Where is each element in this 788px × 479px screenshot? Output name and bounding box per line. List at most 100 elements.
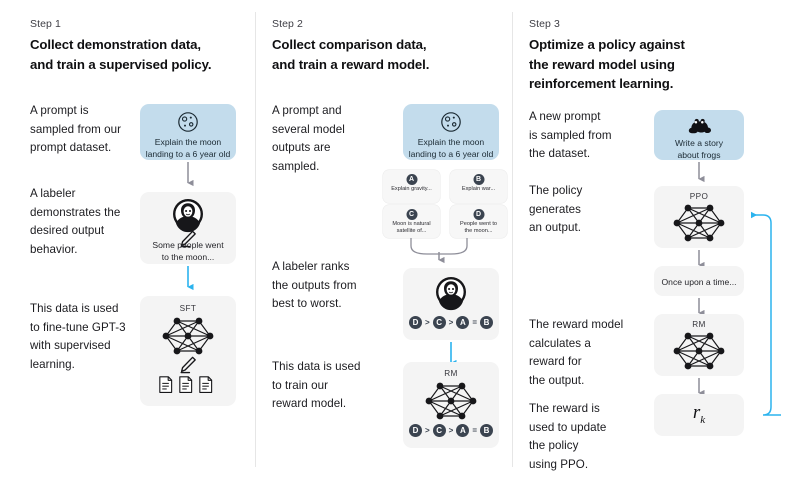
output-option-d[interactable]: D People went to the moon... bbox=[450, 205, 507, 238]
step-3-ppo-card[interactable]: PPO bbox=[654, 186, 744, 248]
option-badge: A bbox=[406, 173, 417, 185]
step-2-paragraph-2: A labeler ranks the outputs from best to… bbox=[272, 258, 392, 314]
labeler-text-line: Some people went bbox=[152, 240, 224, 250]
rank-badge: B bbox=[480, 424, 493, 437]
option-badge: D bbox=[473, 208, 484, 220]
arrow-outputs-to-labeler bbox=[410, 238, 468, 264]
arrow-rm-to-reward bbox=[698, 378, 705, 397]
step-3-title-line-1: Optimize a policy against bbox=[529, 37, 685, 52]
step-3-paragraph-1: A new prompt is sampled from the dataset… bbox=[529, 108, 649, 164]
option-text: Moon is natural satellite of... bbox=[385, 221, 438, 235]
option-text-line: satellite of... bbox=[396, 228, 427, 234]
output-option-c[interactable]: C Moon is natural satellite of... bbox=[383, 205, 440, 238]
arrow-prompt-to-ppo bbox=[698, 162, 705, 183]
step-2-rm-card[interactable]: RM D > C > A = B bbox=[403, 362, 499, 448]
text-line: outputs are bbox=[272, 141, 331, 155]
labeler-person-icon bbox=[172, 198, 204, 233]
text-line: sampled. bbox=[272, 159, 320, 173]
output-option-b[interactable]: B Explain war... bbox=[450, 170, 507, 203]
option-text: People went to the moon... bbox=[452, 221, 505, 235]
prompt-text-line: Explain the moon bbox=[154, 137, 222, 147]
column-divider-1 bbox=[255, 12, 256, 467]
option-text: Explain gravity... bbox=[391, 186, 432, 192]
text-line: reward model. bbox=[272, 397, 347, 411]
rank-operator: = bbox=[472, 426, 477, 435]
moon-icon bbox=[441, 112, 461, 132]
text-line: A labeler bbox=[30, 187, 76, 200]
step-1-sft-card[interactable]: SFT bbox=[140, 296, 236, 406]
text-line: This data is used bbox=[272, 360, 361, 373]
rank-operator: = bbox=[472, 318, 477, 327]
step-3-title-line-3: reinforcement learning. bbox=[529, 76, 674, 91]
prompt-text-line: Write a story bbox=[674, 138, 724, 148]
feedback-loop-arrow bbox=[751, 211, 781, 416]
step-2-paragraph-3: This data is used to train our reward mo… bbox=[272, 358, 392, 414]
arrow-prompt-to-labeler bbox=[187, 162, 194, 187]
step-3-paragraph-3: The reward model calculates a reward for… bbox=[529, 316, 659, 390]
text-line: best to worst. bbox=[272, 297, 342, 311]
text-line: the dataset. bbox=[529, 147, 591, 161]
step-2-labeler-card[interactable]: D > C > A = B bbox=[403, 268, 499, 340]
text-line: the outputs from bbox=[272, 278, 357, 292]
rank-badge: C bbox=[432, 424, 446, 437]
step-3-title: Optimize a policy against the reward mod… bbox=[529, 35, 729, 94]
option-text: Explain war... bbox=[461, 186, 496, 192]
rank-operator: > bbox=[448, 318, 454, 327]
step-1-labeler-card[interactable]: Some people went to the moon... bbox=[140, 192, 236, 264]
option-badge: C bbox=[406, 208, 417, 220]
step-2-prompt-card[interactable]: Explain the moon landing to a 6 year old bbox=[403, 104, 499, 160]
text-line: to train our bbox=[272, 378, 329, 392]
step-3-reward-card[interactable]: rk bbox=[654, 394, 744, 436]
text-line: desired output bbox=[30, 224, 105, 238]
option-text-line: the moon... bbox=[464, 228, 493, 234]
ranking-row-labeler: D > C > A = B bbox=[403, 316, 499, 329]
arrow-ppo-to-output bbox=[698, 250, 705, 269]
step-3-rm-card[interactable]: RM bbox=[654, 314, 744, 376]
rm-label: RM bbox=[692, 320, 706, 329]
text-line: reward for bbox=[529, 355, 582, 369]
rank-badge: C bbox=[432, 316, 446, 329]
column-divider-2 bbox=[512, 12, 513, 467]
text-line: the output. bbox=[529, 373, 585, 387]
arrow-output-to-rm bbox=[698, 298, 705, 317]
step-1-prompt-card[interactable]: Explain the moon landing to a 6 year old bbox=[140, 104, 236, 160]
step-1-column: Step 1 Collect demonstration data, and t… bbox=[0, 0, 256, 479]
step-3-prompt-card[interactable]: Write a story about frogs bbox=[654, 110, 744, 160]
reward-value: rk bbox=[654, 402, 744, 426]
rank-badge: D bbox=[408, 316, 422, 329]
prompt-text-line: landing to a 6 year old bbox=[145, 149, 231, 159]
prompt-text-line: landing to a 6 year old bbox=[408, 149, 494, 159]
output-option-a[interactable]: A Explain gravity... bbox=[383, 170, 440, 203]
option-badge: B bbox=[473, 173, 484, 185]
step-3-paragraph-2: The policy generates an output. bbox=[529, 182, 649, 238]
sft-label: SFT bbox=[179, 304, 197, 313]
rank-badge: B bbox=[480, 316, 493, 329]
ranking-row-rm: D > C > A = B bbox=[403, 424, 499, 437]
output-text: Once upon a time... bbox=[661, 277, 737, 287]
text-line: A prompt is bbox=[30, 104, 89, 117]
text-line: behavior. bbox=[30, 242, 78, 256]
text-line: The reward is bbox=[529, 402, 600, 415]
step-3-output-card[interactable]: Once upon a time... bbox=[654, 266, 744, 296]
text-line: used to update bbox=[529, 420, 607, 434]
neural-network-icon bbox=[162, 317, 214, 355]
text-line: The reward model bbox=[529, 318, 624, 331]
step-2-label: Step 2 bbox=[272, 18, 303, 30]
step-2-title: Collect comparison data, and train a rew… bbox=[272, 35, 497, 74]
rank-operator: > bbox=[424, 426, 430, 435]
step-3-title-line-2: the reward model using bbox=[529, 56, 675, 72]
rank-badge: D bbox=[408, 424, 422, 437]
step-1-title: Collect demonstration data, and train a … bbox=[30, 35, 245, 74]
text-line: to fine-tune GPT-3 bbox=[30, 320, 126, 334]
text-line: several model bbox=[272, 122, 345, 136]
text-line: The policy bbox=[529, 184, 583, 197]
option-text-line: Moon is natural bbox=[392, 221, 431, 227]
rank-badge: A bbox=[456, 316, 470, 329]
step-2-title-line-2: and train a reward model. bbox=[272, 56, 430, 72]
arrow-labeler-to-sft bbox=[187, 266, 194, 291]
option-text-line: People went to bbox=[459, 221, 497, 227]
text-line: sampled from our bbox=[30, 122, 122, 136]
step-2-paragraph-1: A prompt and several model outputs are s… bbox=[272, 102, 387, 176]
text-line: A prompt and bbox=[272, 104, 342, 117]
step-1-paragraph-1: A prompt is sampled from our prompt data… bbox=[30, 102, 150, 158]
